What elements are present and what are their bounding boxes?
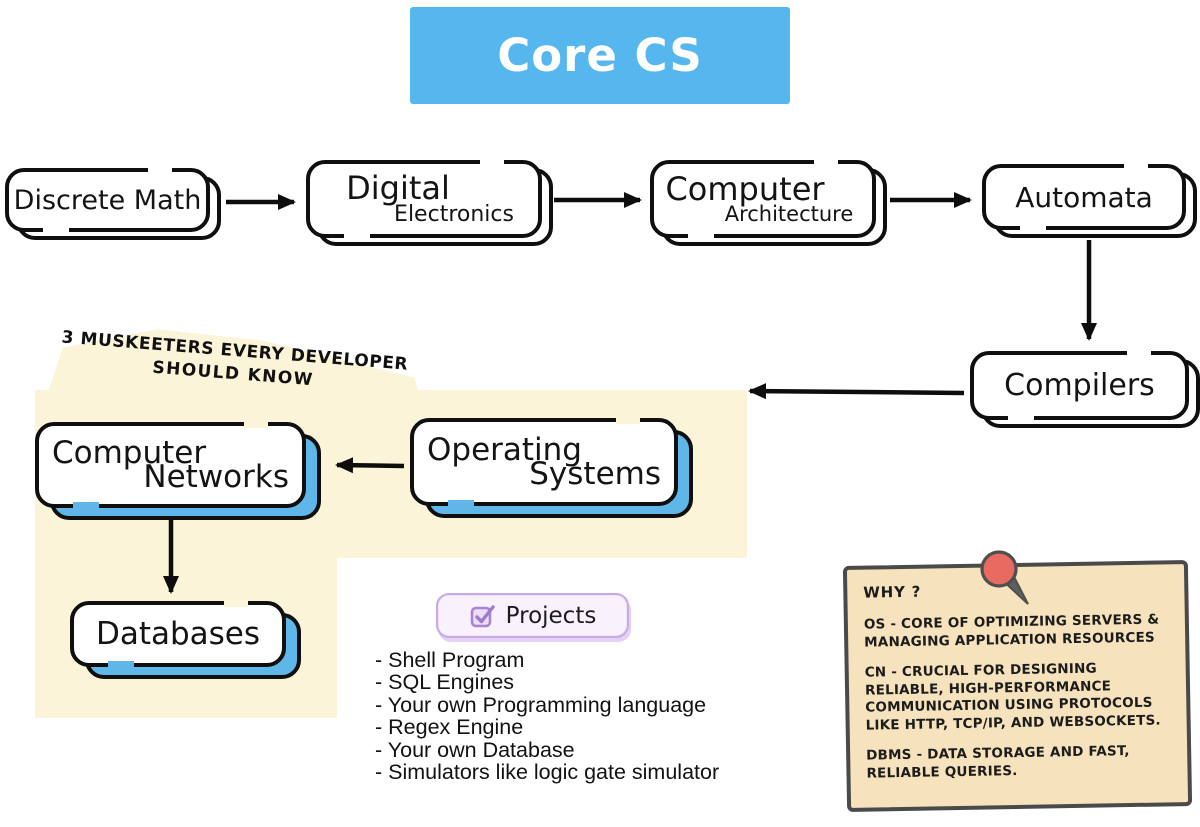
node-label: Discrete Math — [13, 184, 202, 216]
node-label-line2: Architecture — [724, 202, 854, 227]
push-pin-icon — [980, 550, 1029, 605]
project-item: - SQL Engines — [375, 670, 515, 695]
page-title: Core CS — [497, 29, 703, 82]
node-discrete-math: Discrete Math — [5, 167, 221, 240]
node-label: Compilers — [1004, 368, 1155, 403]
projects-badge: Projects — [436, 593, 629, 638]
project-item: - Your own Database — [375, 737, 575, 762]
node-automata: Automata — [982, 163, 1197, 238]
node-digital-electronics: Digital Electronics — [306, 159, 553, 246]
node-label: Automata — [1015, 180, 1153, 214]
project-item: - Regex Engine — [375, 715, 524, 740]
node-label-line2: Electronics — [394, 201, 514, 227]
project-item: - Simulators like logic gate simulator — [375, 760, 720, 785]
note-paragraph-cn: CN - CRUCIAL FOR DESIGNING RELIABLE, HIG… — [864, 660, 1161, 734]
node-label: Databases — [95, 616, 261, 652]
projects-list: - Shell Program - SQL Engines - Your own… — [375, 648, 720, 785]
note-paragraph-os: OS - CORE OF OPTIMIZING SERVERS & MANAGI… — [863, 611, 1160, 651]
note-paragraph-dbms: DBMS - DATA STORAGE AND FAST, RELIABLE Q… — [866, 743, 1130, 782]
arrow-compilers-to-highlight — [748, 383, 965, 400]
node-compilers: Compilers — [970, 350, 1200, 428]
node-label-line1: Computer — [52, 434, 207, 471]
projects-badge-label: Projects — [505, 602, 597, 629]
node-label-line1: Operating — [427, 431, 582, 468]
node-computer-networks: Computer Networks — [35, 421, 321, 520]
project-item: - Your own Programming language — [375, 692, 707, 717]
node-operating-systems: Operating Systems — [410, 417, 693, 518]
node-label-line1: Computer — [665, 169, 825, 208]
node-computer-architecture: Computer Architecture — [650, 159, 887, 246]
project-item: - Shell Program — [375, 648, 525, 672]
node-label-line2: Networks — [143, 459, 289, 496]
node-label-line1: Digital — [346, 169, 450, 208]
node-label-line2: Systems — [529, 456, 661, 493]
checked-checkbox-icon — [470, 605, 495, 628]
node-databases: Databases — [70, 600, 301, 679]
title-banner: Core CS — [410, 7, 790, 104]
